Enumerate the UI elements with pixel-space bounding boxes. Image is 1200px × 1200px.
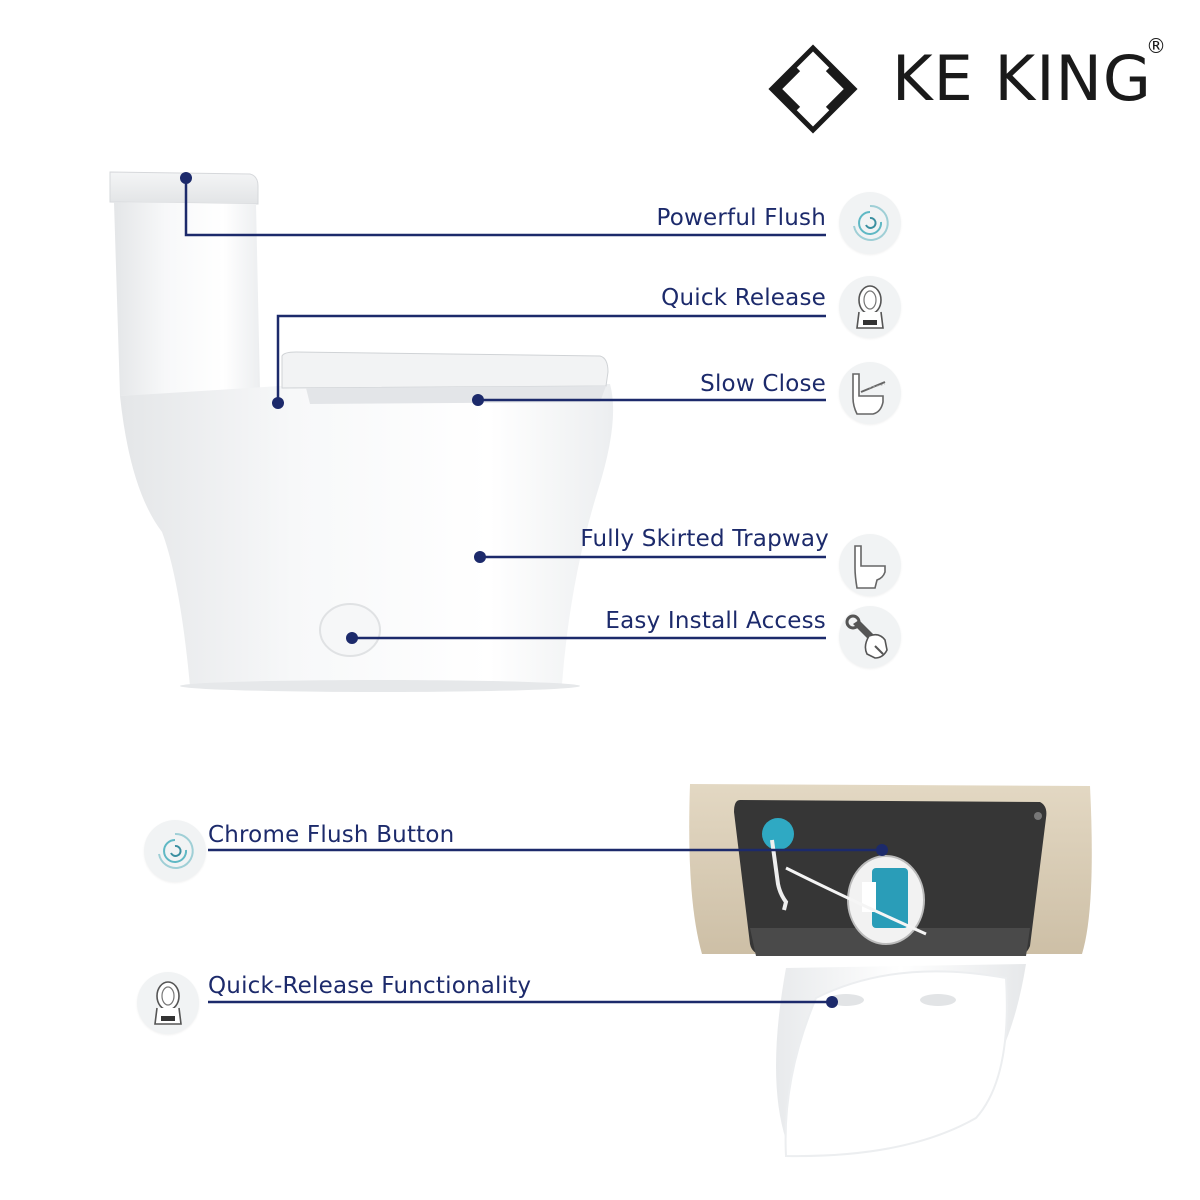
- registered-mark: ®: [1146, 34, 1166, 58]
- toilet-seat-front-icon: [856, 285, 884, 329]
- chrome-flush-button-badge: [144, 820, 206, 882]
- toilet-side-view-image: [109, 171, 614, 692]
- feature-label-powerful-flush: Powerful Flush: [656, 205, 826, 231]
- skirted-toilet-icon: [854, 545, 886, 589]
- feature-label-quick-release-functionality: Quick-Release Functionality: [208, 973, 532, 999]
- tank-interior-image: [689, 784, 1100, 1200]
- double-chevron-logo-icon: [768, 44, 858, 134]
- bottom-feature-connectors: [208, 844, 888, 1008]
- top-feature-connectors: [180, 172, 826, 644]
- feature-label-slow-close: Slow Close: [700, 371, 826, 397]
- brand-name: KE KING: [892, 42, 1152, 115]
- easy-install-access-badge: [839, 606, 901, 668]
- swirl-flush-icon: [853, 204, 889, 241]
- brand-logo: [758, 34, 868, 144]
- fully-skirted-trapway-badge: [839, 534, 901, 596]
- slow-close-badge: [839, 362, 901, 424]
- quick-release-functionality-badge: [137, 972, 199, 1034]
- feature-label-easy-install-access: Easy Install Access: [605, 608, 826, 634]
- feature-label-fully-skirted-trapway: Fully Skirted Trapway: [580, 526, 829, 552]
- wrench-hand-icon: [845, 614, 888, 659]
- powerful-flush-badge: [839, 192, 901, 254]
- quick-release-badge: [839, 276, 901, 338]
- swirl-flush-icon: [158, 832, 194, 869]
- toilet-seat-front-icon: [154, 981, 182, 1025]
- feature-label-quick-release: Quick Release: [661, 285, 826, 311]
- feature-label-chrome-flush-button: Chrome Flush Button: [208, 822, 455, 848]
- toilet-lid-closing-icon: [852, 373, 886, 415]
